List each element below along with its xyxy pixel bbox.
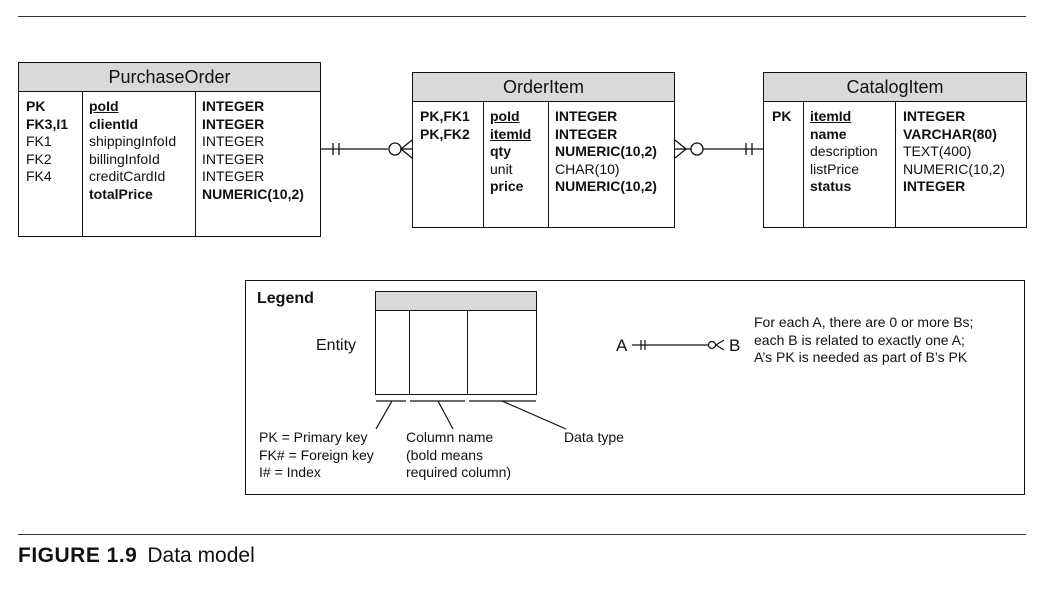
column-name-cell: status	[810, 178, 852, 194]
column-name-cell: qty	[490, 143, 511, 159]
legend-graphics	[375, 339, 725, 430]
column-divider	[409, 310, 410, 394]
column-name-cell: billingInfoId	[89, 150, 160, 167]
key-cell: FK3,I1	[26, 115, 69, 132]
data-type-cell: INTEGER	[202, 168, 265, 184]
legend-column-line: required column)	[406, 464, 512, 480]
name-column: itemId name description listPrice status	[810, 108, 878, 227]
legend-key-text: PK = Primary key FK# = Foreign key I# = …	[259, 429, 374, 482]
column-name-cell: itemId	[810, 108, 852, 124]
column-divider	[895, 101, 896, 227]
figure-caption: FIGURE 1.9 Data model	[18, 544, 255, 568]
legend-box: Legend Entity A B For each A, there are …	[245, 280, 1025, 495]
column-name-cell: description	[810, 143, 878, 159]
type-column: INTEGER INTEGER INTEGER INTEGER INTEGER …	[202, 98, 304, 236]
legend-column-line: Column name	[406, 429, 494, 445]
name-column: poId itemId qty unit price	[490, 108, 531, 227]
column-divider	[483, 101, 484, 227]
legend-column-text: Column name (bold means required column)	[406, 429, 511, 482]
figure-number: FIGURE 1.9	[18, 544, 138, 567]
column-name-cell: shippingInfoId	[89, 133, 177, 149]
entity-title: PurchaseOrder	[19, 63, 320, 92]
column-divider	[82, 91, 83, 236]
legend-column-line: (bold means	[406, 446, 484, 463]
column-name-cell: itemId	[490, 125, 532, 142]
key-column: PK	[772, 108, 791, 227]
column-divider	[467, 310, 468, 394]
data-type-cell: INTEGER	[202, 133, 265, 149]
legend-entity-label: Entity	[316, 337, 357, 354]
data-type-cell: NUMERIC(10,2)	[555, 178, 657, 194]
legend-relationship-line: For each A, there are 0 or more Bs;	[754, 314, 974, 330]
entity-title: OrderItem	[413, 73, 674, 102]
legend-type-text: Data type	[564, 429, 624, 445]
legend-key-line: PK = Primary key	[259, 429, 368, 445]
legend-key-line: FK# = Foreign key	[259, 446, 374, 463]
key-cell: FK2	[26, 150, 52, 167]
key-cell: PK,FK1	[420, 108, 470, 124]
entity-catalog-item: CatalogItem PK itemId name description l…	[763, 72, 1027, 228]
entity-order-item: OrderItem PK,FK1 PK,FK2 poId itemId qty …	[412, 72, 675, 228]
data-type-cell: CHAR(10)	[555, 160, 620, 177]
key-cell: PK	[26, 98, 46, 114]
entity-purchase-order: PurchaseOrder PK FK3,I1 FK1 FK2 FK4 poId…	[18, 62, 321, 237]
legend-relationship-line: each B is related to exactly one A;	[754, 331, 965, 348]
entity-title: CatalogItem	[764, 73, 1026, 102]
column-name-cell: listPrice	[810, 160, 860, 177]
data-type-cell: NUMERIC(10,2)	[903, 160, 1005, 177]
name-column: poId clientId shippingInfoId billingInfo…	[89, 98, 176, 236]
data-type-cell: TEXT(400)	[903, 143, 972, 159]
legend-title: Legend	[257, 290, 314, 307]
column-divider	[803, 101, 804, 227]
key-cell: FK1	[26, 133, 52, 149]
legend-entity-sample	[375, 291, 537, 395]
column-name-cell: unit	[490, 160, 513, 177]
data-type-cell: INTEGER	[903, 108, 966, 124]
data-type-cell: VARCHAR(80)	[903, 125, 997, 142]
data-type-cell: NUMERIC(10,2)	[202, 185, 304, 202]
data-type-cell: INTEGER	[202, 115, 265, 132]
column-name-cell: name	[810, 125, 847, 142]
type-column: INTEGER INTEGER NUMERIC(10,2) CHAR(10) N…	[555, 108, 657, 227]
column-name-cell: creditCardId	[89, 168, 166, 184]
column-name-cell: poId	[89, 98, 119, 114]
legend-relationship-line: A’s PK is needed as part of B’s PK	[754, 349, 968, 365]
data-type-cell: NUMERIC(10,2)	[555, 143, 657, 159]
data-type-cell: INTEGER	[903, 178, 966, 194]
key-cell: FK4	[26, 168, 52, 184]
type-column: INTEGER VARCHAR(80) TEXT(400) NUMERIC(10…	[903, 108, 1005, 227]
data-type-cell: INTEGER	[555, 125, 618, 142]
column-name-cell: poId	[490, 108, 520, 124]
bottom-rule	[18, 534, 1026, 535]
figure-title: Data model	[147, 544, 255, 567]
column-divider	[195, 91, 196, 236]
legend-b-label: B	[729, 336, 741, 355]
zero-mark	[388, 142, 402, 156]
column-name-cell: price	[490, 178, 524, 194]
legend-relationship-text: For each A, there are 0 or more Bs; each…	[754, 314, 973, 367]
key-column: PK,FK1 PK,FK2	[420, 108, 470, 227]
legend-a-label: A	[616, 336, 628, 355]
legend-key-line: I# = Index	[259, 464, 321, 480]
column-name-cell: clientId	[89, 115, 139, 132]
key-column: PK FK3,I1 FK1 FK2 FK4	[26, 98, 68, 236]
data-type-cell: INTEGER	[555, 108, 618, 124]
column-divider	[548, 101, 549, 227]
zero-mark	[690, 142, 704, 156]
legend-entity-header	[376, 292, 536, 311]
top-rule	[18, 16, 1026, 17]
data-type-cell: INTEGER	[202, 98, 265, 114]
column-name-cell: totalPrice	[89, 185, 153, 202]
data-type-cell: INTEGER	[202, 150, 265, 167]
key-cell: PK	[772, 108, 792, 124]
key-cell: PK,FK2	[420, 125, 470, 142]
